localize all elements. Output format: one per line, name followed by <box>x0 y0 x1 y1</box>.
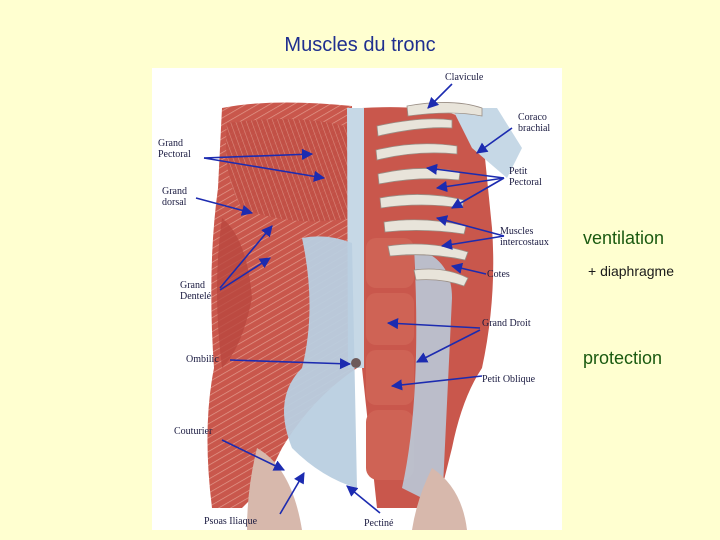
arrow-intercostaux-2 <box>440 235 505 250</box>
label-ombilic: Ombilic <box>186 354 219 365</box>
arrow-ombilic <box>229 358 352 370</box>
arrow-psoas <box>279 472 305 515</box>
anatomy-diagram: Clavicule Coraco brachial Grand Pectoral… <box>152 68 562 530</box>
arrow-cotes <box>450 262 487 275</box>
arrow-grand-pectoral-1 <box>203 148 314 160</box>
arrow-grand-pectoral-2 <box>203 157 326 182</box>
arrow-grand-dentele-2 <box>219 257 271 291</box>
arrow-petit-pectoral-2 <box>435 177 505 193</box>
rectus-blocks <box>366 238 414 480</box>
arrow-grand-droit-1 <box>386 317 481 330</box>
label-couturier: Couturier <box>174 426 213 437</box>
label-clavicule: Clavicule <box>445 72 484 83</box>
arrow-clavicule <box>427 83 453 109</box>
label-arrows <box>195 83 513 515</box>
thighs <box>247 448 467 530</box>
fascia <box>284 108 452 508</box>
arrow-intercostaux-1 <box>435 215 505 237</box>
arrow-petit-pectoral-3 <box>451 177 505 209</box>
note-protection: protection <box>583 348 663 368</box>
arrow-grand-droit-2 <box>416 329 481 363</box>
arrow-grand-dentele-1 <box>219 225 273 289</box>
note-ventilation: ventilation <box>583 228 665 248</box>
arrow-coraco <box>476 127 513 154</box>
slide-title: Muscles du tronc <box>0 34 720 57</box>
arrow-couturier <box>221 439 286 471</box>
label-coraco-brachial: Coraco brachial <box>518 112 551 134</box>
arrow-petit-oblique <box>390 375 483 391</box>
label-grand-droit: Grand Droit <box>482 318 531 329</box>
label-grand-dentele: Grand Dentelé <box>180 280 212 302</box>
label-psoas-iliaque: Psoas Iliaque <box>204 516 258 527</box>
label-grand-dorsal: Grand dorsal <box>162 186 187 208</box>
label-petit-oblique: Petit Oblique <box>482 374 536 385</box>
label-cotes: Cotes <box>487 269 510 280</box>
arrow-petit-pectoral-1 <box>425 163 505 179</box>
label-petit-pectoral: Petit Pectoral <box>509 166 542 188</box>
label-muscles-intercostaux: Muscles intercostaux <box>500 226 549 248</box>
arrow-grand-dorsal <box>195 197 254 216</box>
arrow-pectine <box>346 485 381 514</box>
trunk-illustration <box>195 83 522 530</box>
slide-title-text: Muscles du tronc <box>284 34 436 56</box>
note-diaphragme: + diaphragme <box>588 263 675 279</box>
label-pectine: Pectiné <box>364 518 394 529</box>
label-grand-pectoral: Grand Pectoral <box>158 138 191 160</box>
